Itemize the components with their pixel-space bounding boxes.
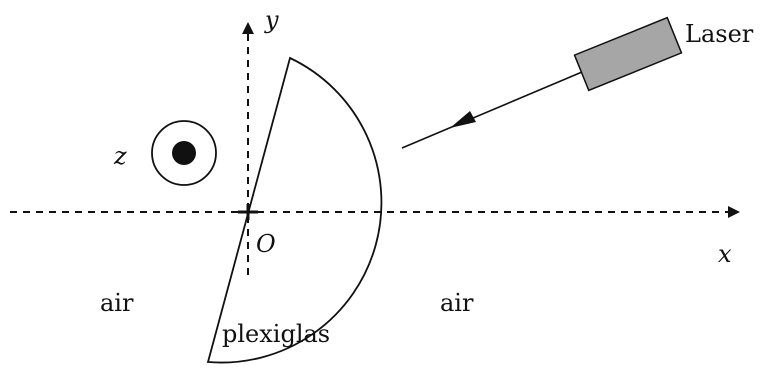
laser-device (573, 16, 683, 92)
laser-label: Laser (685, 20, 754, 48)
y-axis-label: y (264, 6, 279, 34)
z-axis-label: z (113, 142, 127, 170)
air-label-left: air (100, 289, 134, 317)
laser-beam (401, 71, 583, 149)
plexiglas-label: plexiglas (222, 320, 330, 348)
arrowhead-icon (450, 111, 476, 128)
origin-label: O (256, 230, 276, 258)
out-of-page-dot-icon (151, 120, 217, 186)
air-label-right: air (440, 289, 474, 317)
plexiglas-semicircle (206, 56, 383, 364)
x-axis-label: x (718, 240, 732, 268)
